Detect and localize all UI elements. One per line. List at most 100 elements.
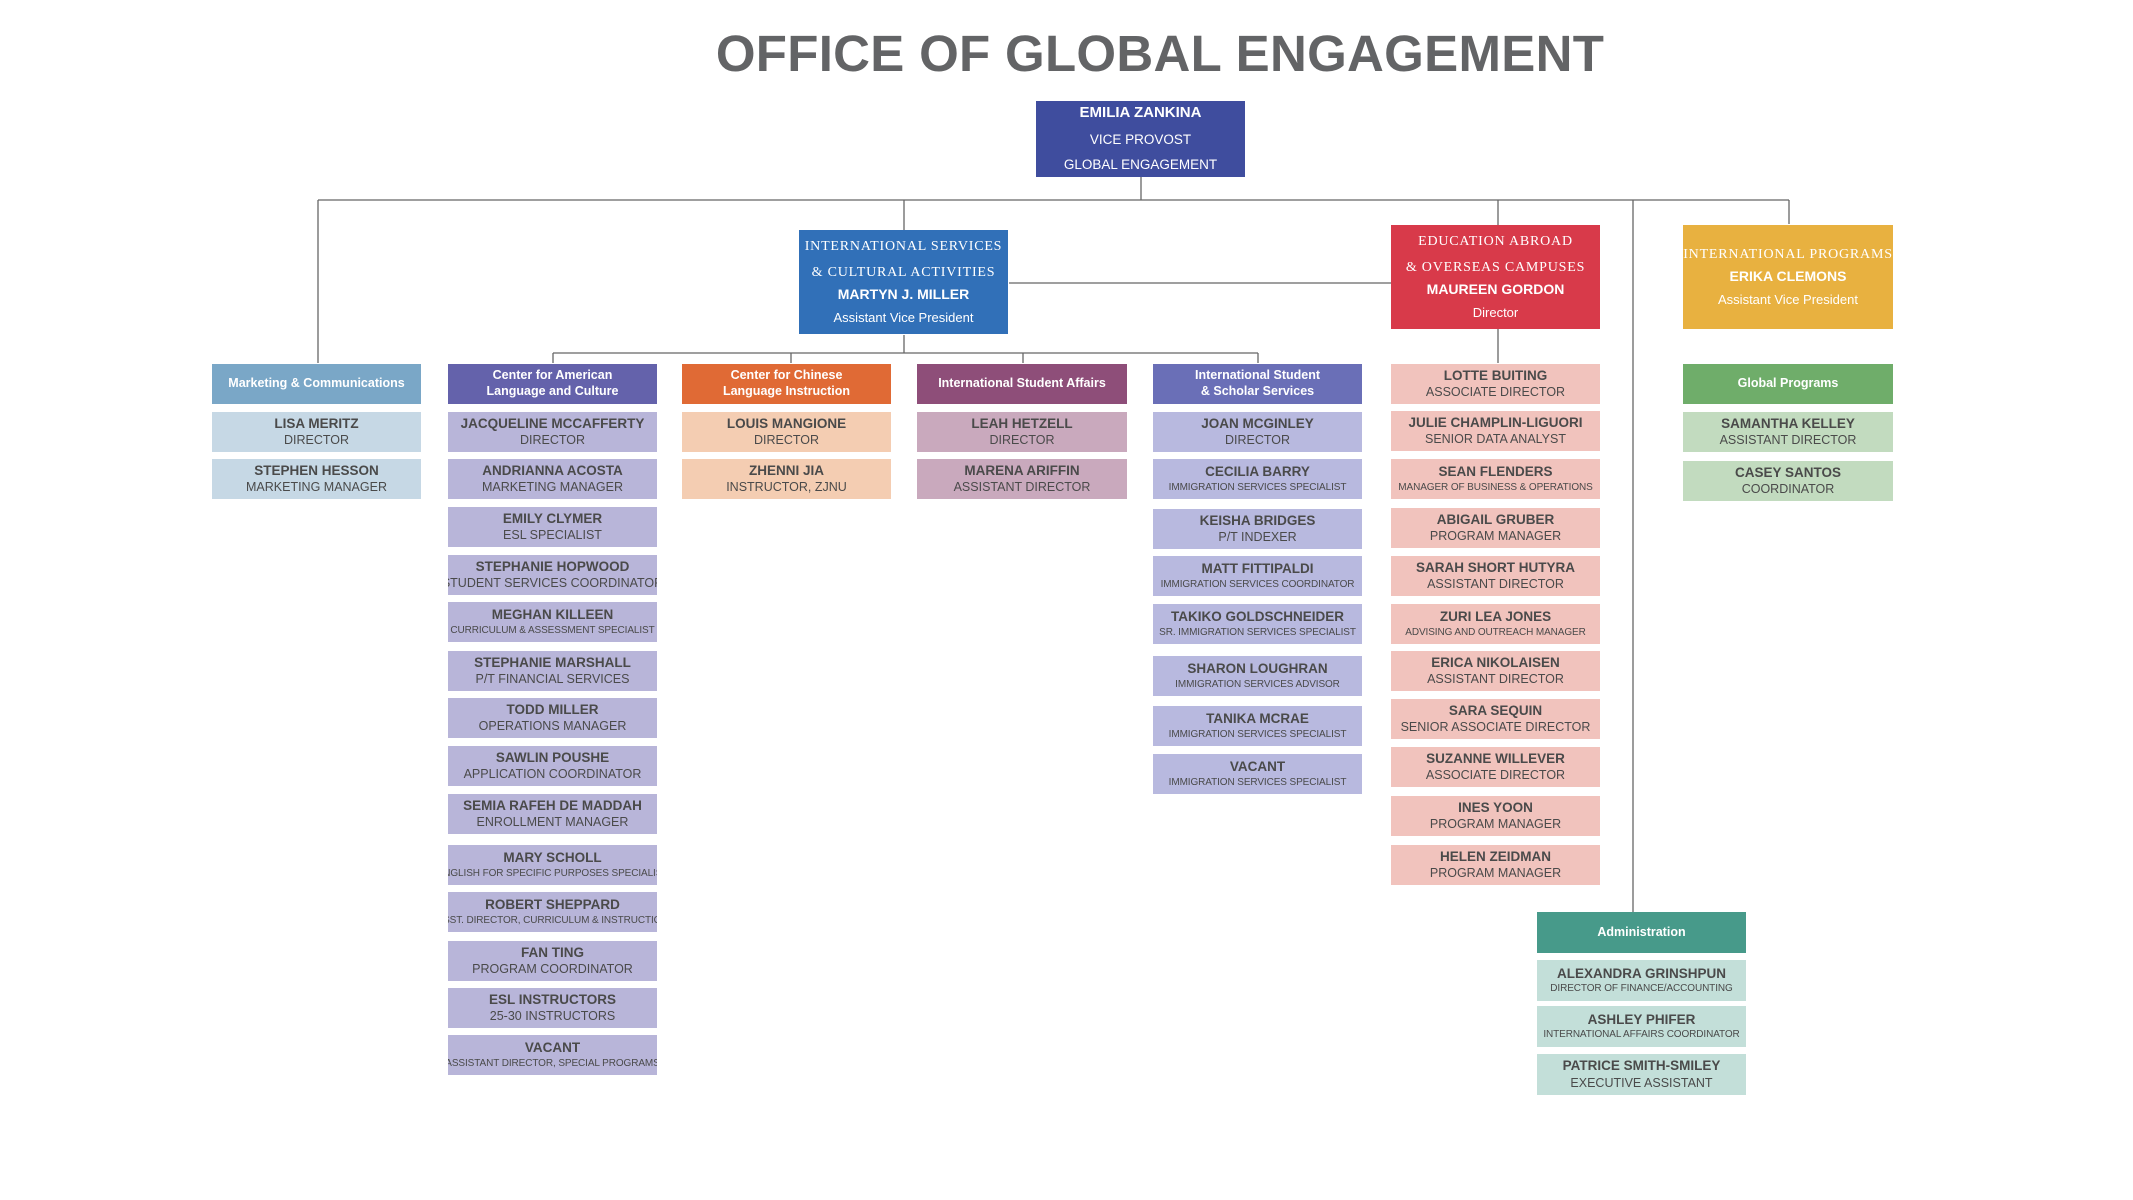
staff-title: PROGRAM MANAGER xyxy=(1429,866,1562,881)
staff-title: IMMIGRATION SERVICES SPECIALIST xyxy=(1168,481,1347,493)
vice-provost-title: VICE PROVOST xyxy=(1089,131,1192,147)
staff-name: SAWLIN POUSHE xyxy=(495,749,610,765)
header-line: Center for American xyxy=(492,368,613,383)
staff-title: ENGLISH FOR SPECIFIC PURPOSES SPECIALIST xyxy=(448,867,657,879)
staff-title: ASSOCIATE DIRECTOR xyxy=(1425,385,1566,400)
vice-provost-unit: GLOBAL ENGAGEMENT xyxy=(1063,157,1218,173)
staff-name: JOAN MCGINLEY xyxy=(1201,415,1314,431)
staff-card: STEPHEN HESSON MARKETING MANAGER xyxy=(212,459,421,499)
staff-name: KEISHA BRIDGES xyxy=(1199,512,1316,528)
staff-name: CASEY SANTOS xyxy=(1734,464,1842,480)
header-line: Language and Culture xyxy=(486,384,619,398)
staff-title: SENIOR ASSOCIATE DIRECTOR xyxy=(1400,720,1591,735)
isss-header: International Student& Scholar Services xyxy=(1153,364,1362,404)
staff-title: MARKETING MANAGER xyxy=(246,480,387,495)
staff-name: STEPHEN HESSON xyxy=(254,462,379,478)
staff-name: VACANT xyxy=(1229,759,1286,775)
staff-name: PATRICE SMITH-SMILEY xyxy=(1562,1058,1721,1074)
staff-name: TAKIKO GOLDSCHNEIDER xyxy=(1170,609,1344,625)
header-line: International Student xyxy=(1195,368,1320,383)
staff-title: ADVISING AND OUTREACH MANAGER xyxy=(1405,626,1586,638)
staff-name: STEPHANIE HOPWOOD xyxy=(475,558,630,574)
staff-title: DIRECTOR xyxy=(283,433,350,448)
staff-name: JACQUELINE MCCAFFERTY xyxy=(460,415,645,431)
vice-provost-name: EMILIA ZANKINA xyxy=(1079,104,1202,122)
isca-line2: & CULTURAL ACTIVITIES xyxy=(811,264,996,280)
staff-name: ZHENNI JIA xyxy=(748,462,824,478)
staff-title: DIRECTOR xyxy=(753,433,820,448)
staff-title: SR. IMMIGRATION SERVICES SPECIALIST xyxy=(1159,626,1356,638)
staff-title: SENIOR DATA ANALYST xyxy=(1424,432,1566,447)
staff-card: JOAN MCGINLEY DIRECTOR xyxy=(1153,412,1362,452)
staff-name: TANIKA MCRAE xyxy=(1206,711,1309,727)
staff-card: INES YOON PROGRAM MANAGER xyxy=(1391,796,1600,836)
marketing-header: Marketing & Communications xyxy=(212,364,421,404)
staff-name: LISA MERITZ xyxy=(274,415,359,431)
staff-title: IMMIGRATION SERVICES ADVISOR xyxy=(1175,678,1340,690)
staff-title: MARKETING MANAGER xyxy=(482,480,623,495)
staff-title: IMMIGRATION SERVICES SPECIALIST xyxy=(1168,776,1347,788)
staff-name: SAMANTHA KELLEY xyxy=(1721,415,1855,431)
staff-name: JULIE CHAMPLIN-LIGUORI xyxy=(1408,414,1583,430)
staff-name: STEPHANIE MARSHALL xyxy=(474,654,631,670)
staff-name: ROBERT SHEPPARD xyxy=(485,897,620,913)
staff-title: IMMIGRATION SERVICES COORDINATOR xyxy=(1160,578,1355,590)
staff-title: PROGRAM MANAGER xyxy=(1429,817,1562,832)
eoc-name: MAUREEN GORDON xyxy=(1426,280,1565,297)
staff-name: MATT FITTIPALDI xyxy=(1201,561,1314,577)
isca-line1: INTERNATIONAL SERVICES xyxy=(804,239,1003,255)
staff-name: LOUIS MANGIONE xyxy=(726,415,847,431)
admin-header: Administration xyxy=(1537,912,1746,953)
staff-title: ASSISTANT DIRECTOR xyxy=(1719,433,1857,448)
staff-name: SARAH SHORT HUTYRA xyxy=(1415,559,1575,575)
isca-box: INTERNATIONAL SERVICES & CULTURAL ACTIVI… xyxy=(799,230,1008,334)
staff-name: TODD MILLER xyxy=(506,701,599,717)
page-title: OFFICE OF GLOBAL ENGAGEMENT xyxy=(715,25,1605,82)
staff-title: STUDENT SERVICES COORDINATOR xyxy=(448,576,657,591)
staff-name: ANDRIANNA ACOSTA xyxy=(482,462,623,478)
staff-name: ZURI LEA JONES xyxy=(1439,609,1552,625)
staff-name: MARENA ARIFFIN xyxy=(964,462,1080,478)
staff-name: SEAN FLENDERS xyxy=(1438,464,1553,480)
staff-title: DIRECTOR xyxy=(1224,433,1291,448)
ip-name: ERIKA CLEMONS xyxy=(1729,268,1847,285)
staff-card: JULIE CHAMPLIN-LIGUORI SENIOR DATA ANALYS… xyxy=(1391,411,1600,451)
staff-name: INES YOON xyxy=(1458,799,1533,815)
staff-title: EXECUTIVE ASSISTANT xyxy=(1570,1075,1713,1090)
staff-name: FAN TING xyxy=(521,944,584,960)
isa-header: International Student Affairs xyxy=(917,364,1127,404)
staff-name: CECILIA BARRY xyxy=(1205,464,1310,480)
staff-card: SAMANTHA KELLEY ASSISTANT DIRECTOR xyxy=(1683,412,1893,452)
staff-card: LOUIS MANGIONE DIRECTOR xyxy=(682,412,891,452)
staff-title: PROGRAM MANAGER xyxy=(1429,529,1562,544)
staff-card: STEPHANIE HOPWOOD STUDENT SERVICES COORDI… xyxy=(448,555,657,595)
isca-name: MARTYN J. MILLER xyxy=(837,285,970,302)
staff-title: ASSISTANT DIRECTOR xyxy=(1427,577,1564,592)
staff-card: ANDRIANNA ACOSTA MARKETING MANAGER xyxy=(448,459,657,499)
staff-title: INSTRUCTOR, ZJNU xyxy=(726,480,847,495)
staff-card: ZHENNI JIA INSTRUCTOR, ZJNU xyxy=(682,459,891,499)
isca-title: Assistant Vice President xyxy=(833,309,974,325)
eoc-line1: EDUCATION ABROAD xyxy=(1418,234,1573,250)
